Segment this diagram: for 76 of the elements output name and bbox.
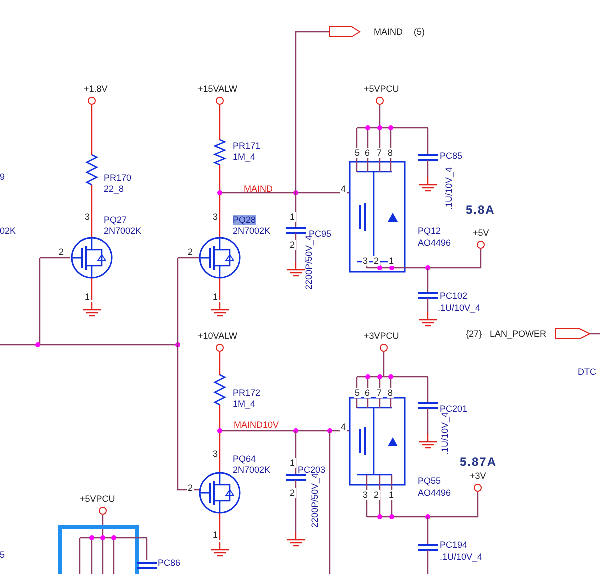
pin-number: 6 (364, 388, 372, 398)
sheet-reference: {27} (466, 329, 482, 339)
part-reference: 5 (0, 550, 6, 560)
pin-number: 3 (212, 212, 220, 222)
pin-number: 2 (187, 247, 194, 257)
pin-number: 1 (289, 458, 296, 468)
net-label: MAIND (244, 184, 273, 194)
pin-number: 7 (376, 388, 384, 398)
part-reference: PC201 (440, 404, 468, 414)
pin-number: 2 (58, 247, 66, 257)
part-value: .1U/10V_4 (440, 552, 483, 562)
part-reference: PQ12 (418, 226, 442, 236)
part-value: 1M_4 (233, 152, 256, 162)
pin-number: 1 (388, 490, 396, 500)
port-label: MAIND (374, 27, 403, 37)
part-reference: PR172 (233, 388, 261, 398)
part-value: .1U/10V_4 (440, 412, 450, 455)
pin-number: 3 (84, 212, 92, 222)
power-rail-label: +3VPCU (364, 331, 400, 341)
pin-number: 4 (340, 422, 348, 432)
part-reference: PC203 (298, 465, 326, 475)
pin-number: 2 (373, 256, 380, 266)
power-rail-label: +10VALW (198, 331, 238, 341)
pin-number: 1 (388, 256, 396, 266)
pin-number: 2 (289, 488, 296, 498)
part-value: 2N7002K (104, 226, 142, 236)
part-reference: PQ64 (233, 454, 256, 464)
pin-number: 2 (289, 240, 296, 250)
part-reference: PC85 (440, 151, 463, 161)
pin-number: 5 (354, 388, 362, 398)
part-reference: PQ27 (104, 215, 128, 225)
pin-number: 2 (187, 483, 194, 493)
part-value: 2200P/50V_4 (310, 473, 320, 528)
pin-number: 8 (387, 388, 394, 398)
power-rail-label: +1.8V (84, 84, 108, 94)
pin-number: 1 (84, 292, 92, 302)
part-value: 02K (0, 226, 16, 236)
pin-number: 3 (362, 256, 370, 266)
pin-number: 3 (212, 449, 220, 459)
current-rating: 5.8A (466, 204, 496, 217)
power-rail-label: +3V (470, 471, 486, 481)
part-reference: PQ28 (233, 215, 256, 225)
port-label: LAN_POWER (490, 329, 547, 339)
part-value: AO4496 (418, 238, 452, 248)
pin-number: 1 (289, 212, 296, 222)
part-value: 2N7002K (233, 465, 271, 475)
part-value: AO4496 (418, 488, 452, 498)
pin-number: 6 (364, 148, 372, 158)
part-reference: 9 (0, 172, 6, 182)
pin-number: 1 (212, 530, 220, 540)
pin-number: 1 (212, 292, 220, 302)
net-label: DTC (578, 367, 596, 377)
pin-number: 7 (376, 148, 384, 158)
power-rail-label: +5VPCU (80, 494, 116, 504)
pin-number: 5 (354, 148, 362, 158)
pin-number: 8 (387, 148, 394, 158)
pin-number: 4 (340, 184, 348, 194)
net-label: MAIND10V (234, 420, 280, 430)
part-value: .1U/10V_4 (444, 167, 454, 210)
sheet-reference: (5) (414, 27, 425, 37)
part-reference: PR170 (104, 173, 132, 183)
part-value: 22_8 (104, 184, 124, 194)
part-value: .1U/10V_4 (438, 303, 481, 313)
part-value: 2N7002K (233, 226, 271, 236)
part-reference: PQ55 (418, 476, 442, 486)
part-reference: PC102 (440, 291, 468, 301)
pin-number: 3 (362, 490, 370, 500)
power-rail-label: +15VALW (198, 84, 238, 94)
part-reference: PR171 (233, 141, 261, 151)
current-rating: 5.87A (460, 456, 498, 469)
part-reference: PC194 (440, 540, 468, 550)
pin-number: 2 (373, 490, 380, 500)
power-rail-label: +5VPCU (364, 84, 400, 94)
part-value: 1M_4 (233, 399, 256, 409)
power-rail-label: +5V (473, 228, 490, 238)
part-reference: PC86 (158, 558, 181, 568)
